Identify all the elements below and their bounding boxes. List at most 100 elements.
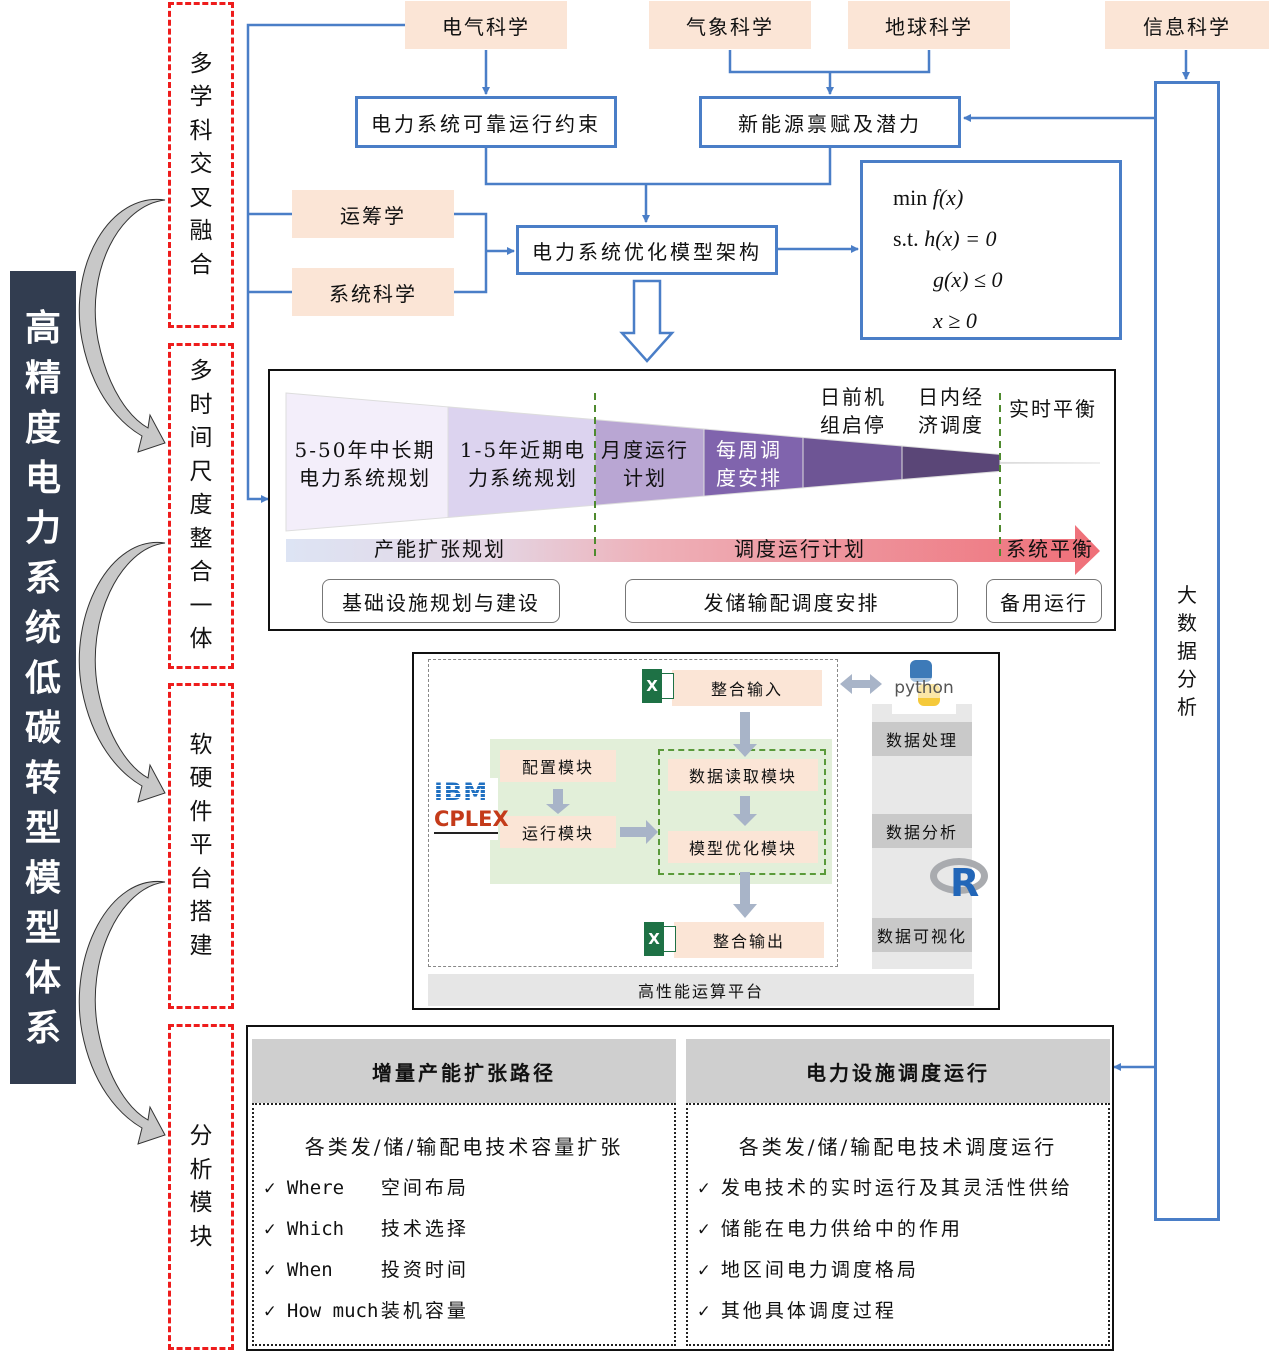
check-icon: ✓	[264, 1300, 287, 1322]
data-visualization: 数据可视化	[872, 918, 972, 952]
dispatch-arrangement-box: 发储输配调度安排	[625, 579, 958, 623]
item-keyword: Where	[286, 1177, 345, 1199]
phase-platform: 软硬件平台搭建	[168, 683, 234, 1009]
discipline-systems: 系统科学	[292, 268, 454, 316]
discipline-label: 运筹学	[340, 203, 406, 228]
item-description: 地区间电力调度格局	[720, 1259, 919, 1281]
discipline-label: 地球科学	[885, 14, 973, 39]
dispatch-operation-header: 电力设施调度运行	[686, 1039, 1110, 1103]
phase-char: 间	[189, 425, 213, 452]
big-data-char: 析	[1177, 695, 1197, 719]
phase-char: 学	[189, 84, 213, 111]
box-label: 电力系统优化模型架构	[532, 239, 762, 264]
phase-char: 件	[189, 798, 213, 825]
arrow-down-icon	[733, 712, 757, 757]
data-processing: 数据处理	[872, 722, 972, 756]
list-item: ✓ 发电技术的实时运行及其灵活性供给	[698, 1168, 1108, 1209]
title-char: 转	[24, 756, 61, 799]
phase-char: 建	[189, 932, 213, 959]
box-label: 新能源禀赋及潜力	[738, 111, 922, 136]
segment-label-nearterm: 1-5年近期电力系统规划	[459, 438, 587, 490]
phase-char: 块	[189, 1223, 213, 1250]
title-char: 精	[24, 356, 61, 399]
formula-objective: min f(x)	[893, 185, 964, 210]
phase-char: 硬	[189, 765, 213, 792]
phase-char: 科	[189, 117, 213, 144]
check-icon: ✓	[698, 1218, 721, 1240]
reliability-constraints-box: 电力系统可靠运行约束	[355, 96, 617, 148]
discipline-label: 电气科学	[442, 14, 530, 39]
capacity-expansion-subtitle: 各类发/储/输配电技术容量扩张	[304, 1135, 624, 1159]
box-label: 电力系统可靠运行约束	[371, 111, 601, 136]
curve-arrow-icon	[78, 198, 166, 453]
title-char: 度	[24, 406, 61, 449]
big-data-char: 大	[1177, 583, 1197, 607]
ibm-logo: IBM	[434, 778, 498, 806]
big-data-char: 数	[1177, 611, 1197, 635]
formula-nonnegativity: x ≥ 0	[933, 308, 977, 333]
integrated-output: 整合输出	[674, 922, 824, 958]
title-char: 型	[24, 806, 61, 849]
data-read-module: 数据读取模块	[668, 759, 818, 791]
formula-equality: s.t. h(x) = 0	[893, 226, 997, 251]
phase-curve-arrows	[78, 198, 166, 1145]
discipline-label: 气象科学	[686, 14, 774, 39]
item-description: 其他具体调度过程	[720, 1300, 897, 1322]
capacity-expansion-body: 各类发/储/输配电技术容量扩张 ✓ Where 空间布局 ✓ Which 技术选择 ✓ …	[252, 1103, 676, 1346]
arrow-down-icon	[733, 796, 757, 826]
phase-char: 多	[189, 358, 213, 385]
integrated-input: 整合输入	[672, 670, 822, 706]
segment-label-intraday: 日内经济调度	[918, 385, 984, 437]
big-data-analysis-column: 大数据分析	[1154, 81, 1220, 1221]
ibm-cplex-logo: IBM CPLEX	[434, 778, 509, 840]
segment-label-longterm: 5-50年中长期电力系统规划	[294, 438, 436, 490]
dispatch-operation-body: 各类发/储/输配电技术调度运行 ✓ 发电技术的实时运行及其灵活性供给✓ 储能在电…	[686, 1103, 1110, 1346]
phase-char: 软	[189, 731, 213, 758]
discipline-electrical: 电气科学	[405, 1, 567, 49]
timescale-panel: 5-50年中长期电力系统规划 1-5年近期电力系统规划 月度运行计划 每周调度安…	[268, 369, 1116, 631]
segment-label-day-ahead: 日前机组启停	[820, 385, 886, 437]
title-char: 力	[24, 506, 61, 549]
item-keyword: How much	[286, 1300, 379, 1322]
title-char: 电	[24, 456, 61, 499]
phase-char: 台	[189, 865, 213, 892]
infrastructure-box: 基础设施规划与建设	[322, 579, 560, 623]
arrow-label-capacity-expansion: 产能扩张规划	[374, 537, 506, 561]
phase-char: 体	[189, 626, 213, 653]
big-data-char: 据	[1177, 639, 1197, 663]
phase-char: 一	[189, 592, 213, 619]
phase-char: 模	[189, 1190, 213, 1216]
item-description: 装机容量	[380, 1300, 469, 1322]
python-logo: python	[892, 658, 956, 714]
funnel-segment	[802, 436, 903, 489]
phase-char: 交	[189, 151, 213, 178]
arrow-right-icon	[620, 820, 658, 844]
phase-multi-timescale: 多时间尺度整合一体	[168, 343, 234, 669]
arrow-down-icon	[546, 789, 570, 814]
list-item: ✓ 储能在电力供给中的作用	[698, 1209, 1108, 1250]
phase-char: 尺	[189, 458, 213, 485]
item-keyword: Which	[286, 1218, 345, 1240]
funnel-segment	[901, 445, 1001, 481]
cplex-logo: CPLEX	[434, 806, 509, 834]
big-data-char: 分	[1177, 667, 1197, 691]
optimization-model-box: 电力系统优化模型架构	[516, 225, 778, 275]
item-description: 空间布局	[380, 1177, 469, 1199]
phase-char: 搭	[189, 899, 213, 926]
item-description: 技术选择	[380, 1218, 469, 1240]
list-item: ✓ 其他具体调度过程	[698, 1291, 1108, 1332]
check-icon: ✓	[264, 1259, 287, 1281]
phase-analysis: 分析模块	[168, 1024, 234, 1350]
r-logo: R	[930, 854, 992, 906]
phase-char: 平	[189, 832, 213, 859]
title-char: 系	[24, 556, 61, 599]
optimization-formula: min f(x) s.t. h(x) = 0 g(x) ≤ 0 x ≥ 0	[860, 160, 1122, 340]
timeline-arrow	[286, 525, 1100, 575]
title-char: 碳	[24, 706, 61, 749]
discipline-meteorology: 气象科学	[649, 1, 811, 49]
title-char: 低	[24, 656, 61, 699]
item-description: 发电技术的实时运行及其灵活性供给	[720, 1177, 1073, 1199]
